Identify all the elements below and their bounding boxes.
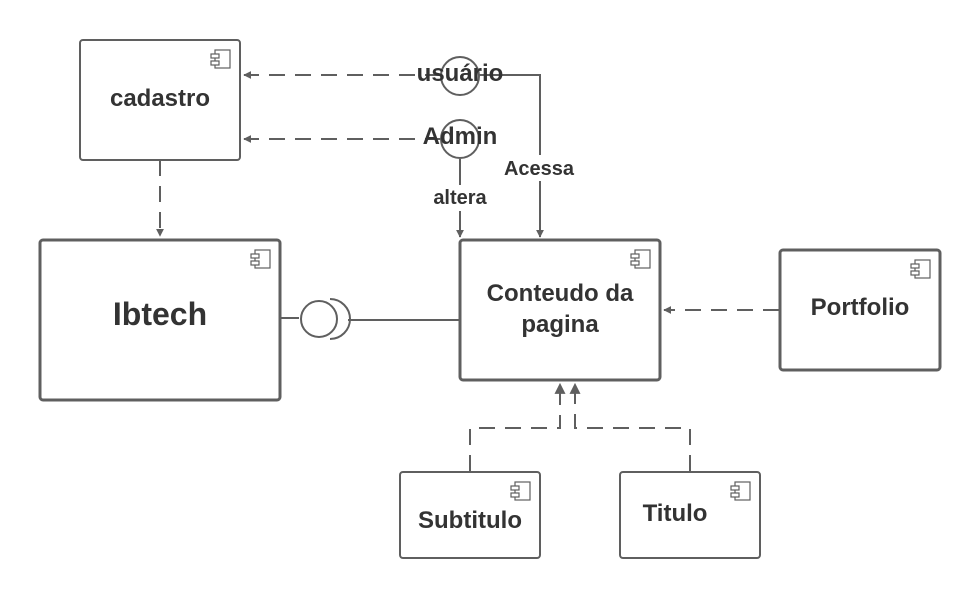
component-icon [630,249,651,269]
ibtech-socket-arc [329,298,351,340]
cadastro-component[interactable]: cadastro [79,39,241,161]
portfolio-label: Portfolio [811,294,910,321]
component-icon [730,481,751,501]
edge-usuario-acessa-conteudo [479,74,544,238]
conteudo-component[interactable]: Conteudo da pagina [458,238,662,382]
subtitulo-component[interactable]: Subtitulo [399,471,541,559]
component-icon [910,259,931,279]
acessa-edge-label: Acessa [504,158,575,180]
altera-edge-label: altera [433,187,487,209]
portfolio-component[interactable]: Portfolio [778,248,942,372]
usuario-interface-circle [440,56,480,96]
conteudo-label-line1: Conteudo da [487,280,634,307]
cadastro-label: cadastro [110,85,210,112]
component-icon [510,481,531,501]
conteudo-label-line2: pagina [521,311,599,338]
admin-interface-circle [440,119,480,159]
ibtech-component[interactable]: Ibtech [38,238,282,402]
conteudo-ball [300,300,338,338]
admin-interface-label: Admin [423,123,498,150]
altera-label-bg [428,185,492,211]
titulo-component[interactable]: Titulo [619,471,761,559]
edge-titulo-to-conteudo [569,382,691,471]
edge-subtitulo-to-conteudo [469,382,566,471]
acessa-label-bg [497,155,581,181]
titulo-label: Titulo [643,500,708,527]
ibtech-label: Ibtech [113,296,207,332]
component-icon [250,249,271,269]
usuario-interface-label: usuário [417,60,504,87]
component-icon [210,49,231,69]
subtitulo-label: Subtitulo [418,507,522,534]
